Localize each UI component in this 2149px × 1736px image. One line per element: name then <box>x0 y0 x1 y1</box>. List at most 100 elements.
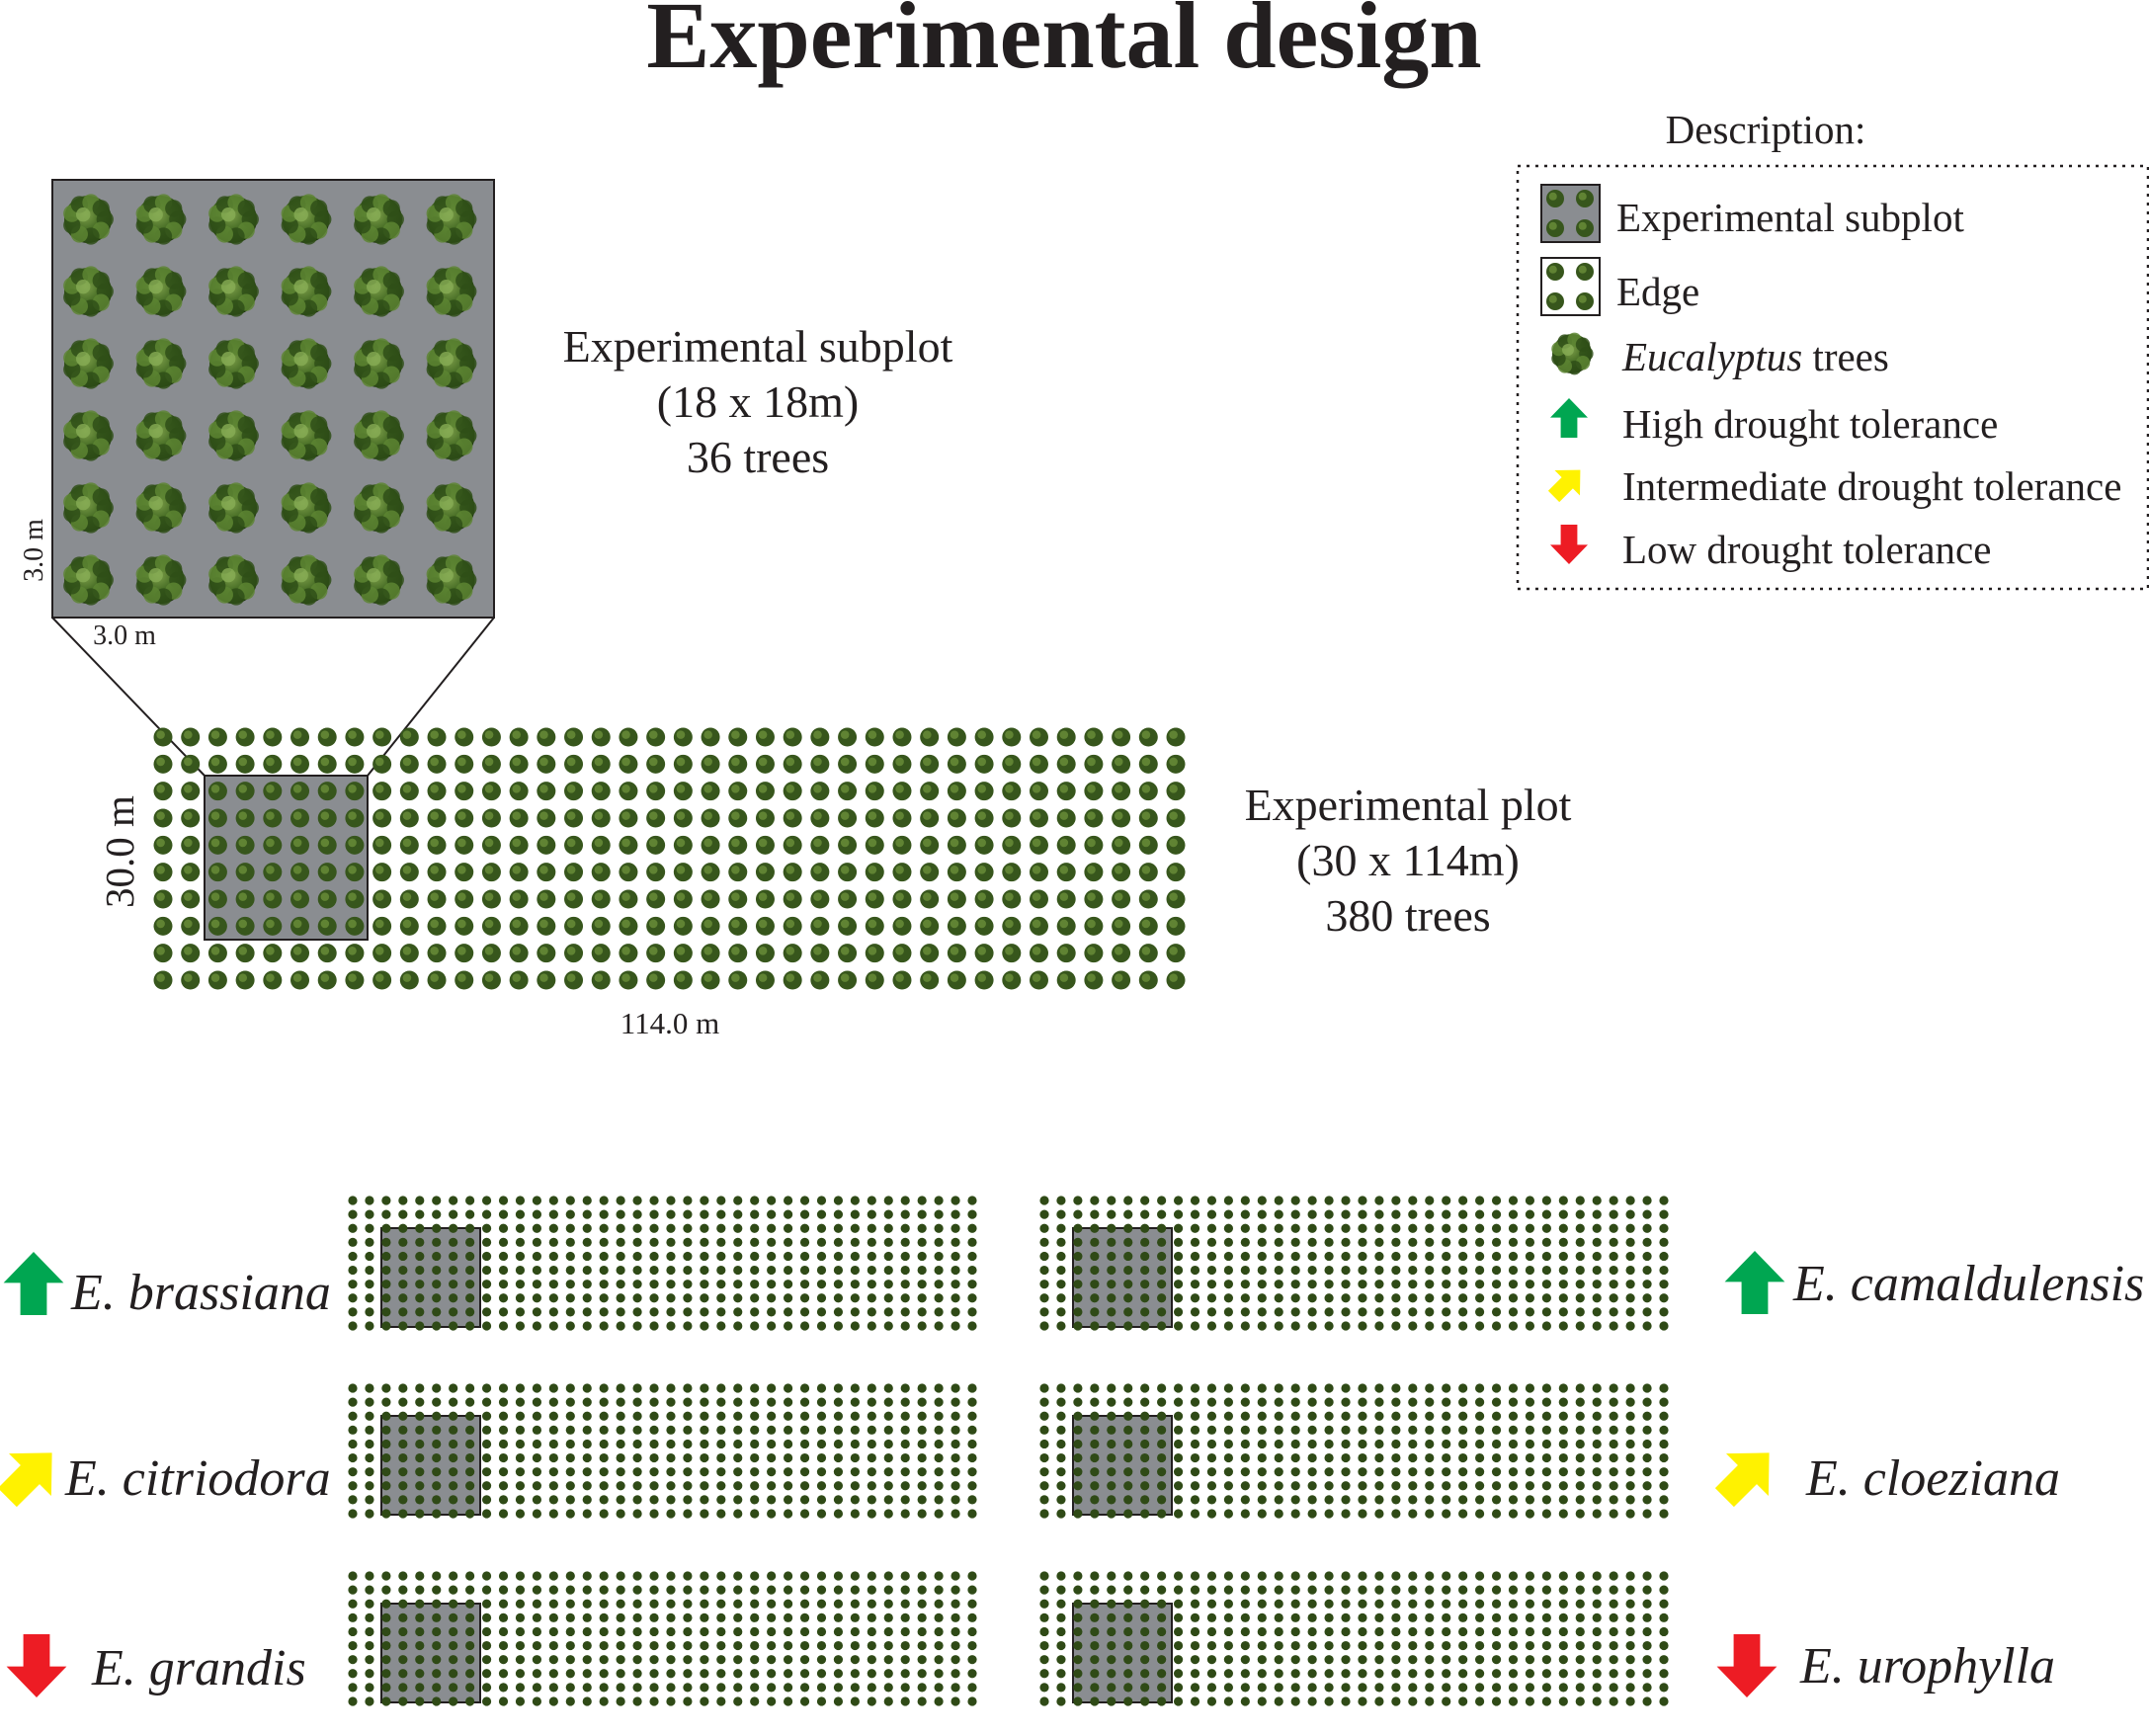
tree-icon <box>799 1612 810 1622</box>
tree-icon <box>1625 1411 1635 1421</box>
tree-icon <box>263 782 283 801</box>
tree-icon <box>1358 1696 1367 1706</box>
tree-icon <box>900 1612 910 1622</box>
tree-icon <box>1290 1321 1300 1331</box>
tree-icon <box>1391 1223 1401 1233</box>
tree-icon <box>1090 1439 1100 1449</box>
legend-label-intermediate: Intermediate drought tolerance <box>1622 463 2121 509</box>
green-up-arrow-icon <box>3 1252 64 1315</box>
tree-icon <box>619 944 638 963</box>
tree-icon <box>63 338 114 389</box>
tree-icon <box>1659 1196 1669 1205</box>
tree-icon <box>833 1223 844 1233</box>
tree-icon <box>833 1321 844 1331</box>
tree-icon <box>1525 1640 1535 1651</box>
tree-icon <box>1609 1411 1618 1421</box>
tree-icon <box>398 1383 408 1393</box>
tree-icon <box>1056 808 1076 828</box>
tree-icon <box>481 1425 492 1435</box>
tree-icon <box>1592 1467 1602 1477</box>
tree-icon <box>1073 1280 1083 1289</box>
tree-icon <box>1138 808 1158 828</box>
tree-icon <box>1173 1626 1184 1637</box>
tree-icon <box>1056 1209 1066 1219</box>
tree-icon <box>1609 1571 1618 1581</box>
tree-icon <box>917 1425 927 1435</box>
tree-icon <box>1341 1452 1351 1463</box>
tree-icon <box>1474 1669 1485 1679</box>
legend: Description: Experimental subplot Edge E… <box>1516 107 2149 591</box>
tree-icon <box>716 1196 726 1205</box>
tree-icon <box>398 1640 408 1651</box>
tree-icon <box>701 944 720 963</box>
tree-icon <box>1140 1585 1150 1595</box>
tree-icon <box>783 1585 793 1595</box>
tree-icon <box>181 944 201 963</box>
tree-icon <box>951 1196 960 1205</box>
tree-icon <box>1425 1626 1435 1637</box>
tree-icon <box>1039 1495 1049 1505</box>
tree-icon <box>345 970 365 990</box>
tree-icon <box>1491 1509 1502 1519</box>
tree-icon <box>701 889 720 909</box>
tree-icon <box>1458 1585 1468 1595</box>
tree-icon <box>1090 1599 1100 1609</box>
tree-icon <box>649 1237 659 1247</box>
tree-icon <box>967 1640 977 1651</box>
species-plot <box>1039 1571 1669 1706</box>
tree-icon <box>865 889 884 909</box>
tree-icon <box>1609 1209 1618 1219</box>
tree-icon <box>1358 1307 1367 1317</box>
tree-icon <box>816 1265 827 1276</box>
tree-icon <box>865 944 884 963</box>
tree-icon <box>816 1467 827 1477</box>
tree-icon <box>498 1411 509 1421</box>
tree-icon <box>398 1509 408 1519</box>
tree-icon <box>934 1280 944 1289</box>
tree-icon <box>1090 1307 1100 1317</box>
tree-icon <box>1374 1439 1384 1449</box>
tree-icon <box>649 1481 659 1491</box>
tree-icon <box>135 554 187 606</box>
tree-icon <box>917 1209 927 1219</box>
tree-icon <box>1206 1196 1217 1205</box>
tree-icon <box>1073 1571 1083 1581</box>
tree-icon <box>498 1599 509 1609</box>
tree-icon <box>481 1209 492 1219</box>
tree-icon <box>816 1599 827 1609</box>
tree-icon <box>599 1265 609 1276</box>
tree-icon <box>1525 1683 1535 1693</box>
tree-icon <box>415 1223 425 1233</box>
tree-icon <box>599 1411 609 1421</box>
tree-icon <box>917 1196 927 1205</box>
tree-icon <box>599 1481 609 1491</box>
tree-icon <box>1592 1237 1602 1247</box>
tree-icon <box>599 1307 609 1317</box>
tree-icon <box>509 727 529 747</box>
tree-icon <box>1140 1425 1150 1435</box>
tree-icon <box>1090 1251 1100 1262</box>
tree-icon <box>1491 1585 1502 1595</box>
tree-icon <box>1374 1640 1384 1651</box>
tree-icon <box>1257 1599 1267 1609</box>
tree-icon <box>432 1495 442 1505</box>
tree-icon <box>1458 1397 1468 1407</box>
tree-icon <box>1240 1509 1250 1519</box>
tree-icon <box>1257 1209 1267 1219</box>
tree-icon <box>1324 1481 1334 1491</box>
tree-icon <box>683 1321 693 1331</box>
tree-icon <box>564 727 584 747</box>
tree-icon <box>1140 1481 1150 1491</box>
tree-icon <box>548 1425 558 1435</box>
tree-icon <box>1274 1509 1283 1519</box>
tree-icon <box>833 1452 844 1463</box>
species-label-2: E. citriodora <box>0 1450 331 1508</box>
tree-icon <box>345 863 365 882</box>
tree-icon <box>1090 1196 1100 1205</box>
tree-icon <box>1107 1280 1116 1289</box>
tree-icon <box>1525 1626 1535 1637</box>
tree-icon <box>733 1467 743 1477</box>
tree-icon <box>750 1265 760 1276</box>
tree-icon <box>701 754 720 774</box>
tree-icon <box>1056 1237 1066 1247</box>
